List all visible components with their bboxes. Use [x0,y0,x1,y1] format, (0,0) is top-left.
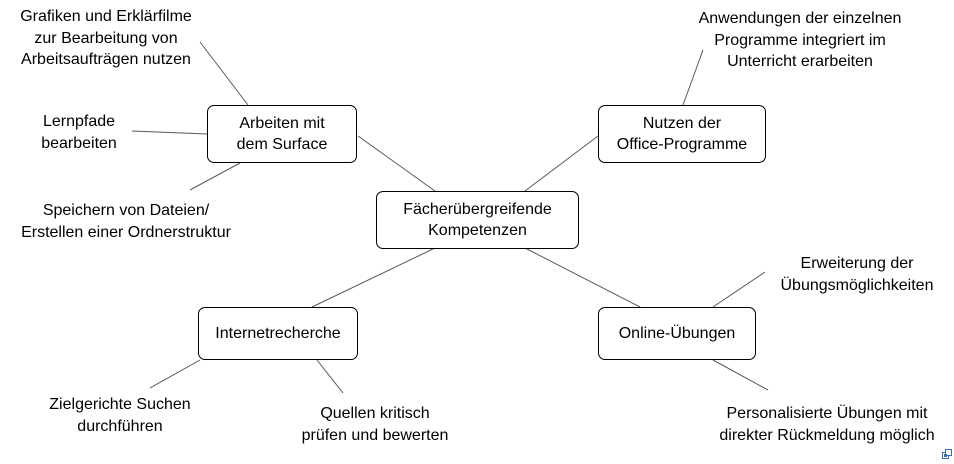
connector-center-online [524,247,641,308]
detail-personalisiert-line2: direkter Rückmeldung möglich [719,426,935,444]
detail-speichern: Speichern von Dateien/ Erstellen einer O… [0,200,252,243]
detail-quellen-line1: Quellen kritisch [320,405,430,422]
center-node-line2: Kompetenzen [428,222,527,239]
branch-node-online: Online-Übungen [598,307,756,360]
detail-personalisiert-line1: Personalisierte Übungen mit [726,405,928,422]
detail-grafiken-line2: zur Bearbeitung von [34,29,178,47]
detail-suchen-line1: Zielgerichte Suchen [49,396,191,413]
connector-online-erweiterung [712,271,766,308]
connector-center-internet [311,247,436,308]
connector-surface-lernpfade [131,130,208,135]
detail-speichern-line1: Speichern von Dateien/ [42,202,210,219]
detail-anwendungen-line2: Programme integriert im [714,31,886,49]
detail-grafiken-line1: Grafiken und Erklärfilme [20,8,192,25]
branch-surface-line2: dem Surface [236,136,328,153]
branch-node-internet: Internetrecherche [198,307,358,360]
connector-internet-suchen [149,359,201,389]
center-node: Fächerübergreifende Kompetenzen [376,191,579,249]
detail-grafiken-line3: Arbeitsaufträgen nutzen [21,51,191,68]
detail-anwendungen: Anwendungen der einzelnen Programme inte… [680,8,920,73]
connector-online-personalisiert [712,359,769,391]
detail-grafiken: Grafiken und Erklärfilme zur Bearbeitung… [0,6,212,71]
branch-node-surface: Arbeiten mit dem Surface [207,105,357,163]
detail-lernpfade-line2: bearbeiten [41,134,117,152]
detail-suchen-line2: durchführen [77,417,163,435]
detail-personalisiert: Personalisierte Übungen mit direkter Rüc… [705,403,949,446]
detail-quellen-line2: prüfen und bewerten [301,426,449,444]
detail-anwendungen-line1: Anwendungen der einzelnen [698,10,902,27]
connector-office-anwendungen [682,49,704,106]
detail-speichern-line2: Erstellen einer Ordnerstruktur [21,223,231,241]
layout-anchor-icon[interactable] [942,446,952,459]
connector-surface-speichern [189,162,241,191]
branch-internet-label: Internetrecherche [215,325,341,342]
detail-lernpfade: Lernpfade bearbeiten [20,111,138,154]
detail-anwendungen-line3: Unterricht erarbeiten [727,53,873,70]
branch-surface-line1: Arbeiten mit [239,115,325,132]
center-node-line1: Fächerübergreifende [403,201,552,218]
detail-erweiterung-line2: Übungsmöglichkeiten [780,276,934,294]
detail-lernpfade-line1: Lernpfade [42,113,116,130]
branch-office-line2: Office-Programme [616,136,748,153]
connector-center-surface [357,135,436,192]
branch-online-label: Online-Übungen [618,325,736,342]
detail-quellen: Quellen kritisch prüfen und bewerten [290,403,460,446]
detail-erweiterung-line1: Erweiterung der [800,255,914,272]
branch-node-office: Nutzen der Office-Programme [598,105,766,163]
detail-suchen: Zielgerichte Suchen durchführen [45,394,195,437]
connector-internet-quellen [316,359,344,394]
detail-erweiterung: Erweiterung der Übungsmöglichkeiten [770,253,944,296]
branch-office-line1: Nutzen der [642,115,722,132]
connector-center-office [524,135,599,192]
connector-surface-grafiken [199,41,249,106]
